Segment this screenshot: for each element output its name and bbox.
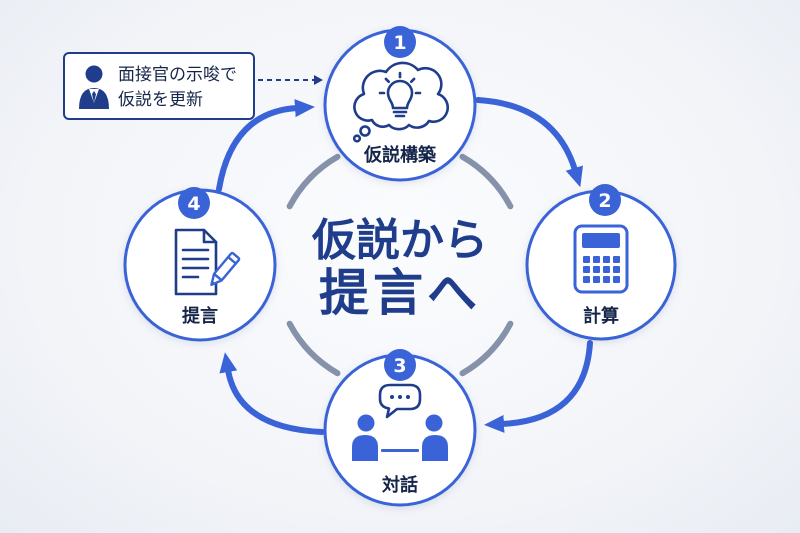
step-badge-4: 4: [178, 187, 210, 219]
step-label-2: 計算: [583, 305, 619, 327]
ring-arc-top-right: [459, 153, 514, 210]
step-node-3: 対話 3: [323, 349, 477, 507]
inner-ring: [286, 153, 514, 377]
document-pencil-icon: [174, 228, 241, 296]
step-badge-number-3: 3: [393, 355, 406, 377]
center-title: 仮説から 提言へ: [311, 215, 488, 322]
step-node-4: 提言 4: [123, 187, 277, 342]
step-label-1: 仮説構築: [363, 144, 437, 166]
step-badge-1: 1: [384, 26, 416, 58]
step-badge-2: 2: [589, 184, 621, 216]
person-left-icon: [357, 414, 375, 432]
calculator-icon: [573, 224, 629, 294]
interviewer-icon: [79, 65, 109, 109]
ring-arc-top-left: [286, 153, 341, 210]
step-badge-number-4: 4: [187, 193, 200, 215]
lightbulb-thought-icon: [352, 61, 450, 143]
step-node-2: 計算 2: [525, 184, 677, 341]
conversation-icon: [352, 383, 448, 461]
callout-line2: 仮説を更新: [118, 90, 203, 110]
pencil-icon: [210, 251, 241, 286]
cycle-arrow-3-to-4: [219, 352, 325, 435]
callout: 面接官の示唆で 仮説を更新: [63, 52, 255, 120]
center-title-line1: 仮説から: [311, 215, 488, 266]
step-label-4: 提言: [182, 305, 218, 327]
cycle-arrow-4-to-1: [216, 99, 315, 192]
callout-line1: 面接官の示唆で: [118, 65, 237, 85]
cycle-arrow-1-to-2: [475, 97, 584, 188]
step-label-3: 対話: [381, 474, 418, 496]
cycle-arrows: [216, 97, 593, 435]
step-badge-number-1: 1: [393, 32, 406, 54]
person-right-icon: [425, 414, 443, 432]
center-title-line2: 提言へ: [319, 264, 481, 322]
ring-arc-bottom-left: [286, 320, 341, 377]
ring-arc-bottom-right: [459, 320, 514, 377]
callout-box: [63, 52, 255, 120]
cycle-arrow-2-to-3: [484, 340, 593, 433]
step-badge-3: 3: [384, 349, 416, 381]
step-badge-number-2: 2: [598, 190, 611, 212]
step-node-1: 仮説構築 1: [323, 26, 477, 182]
